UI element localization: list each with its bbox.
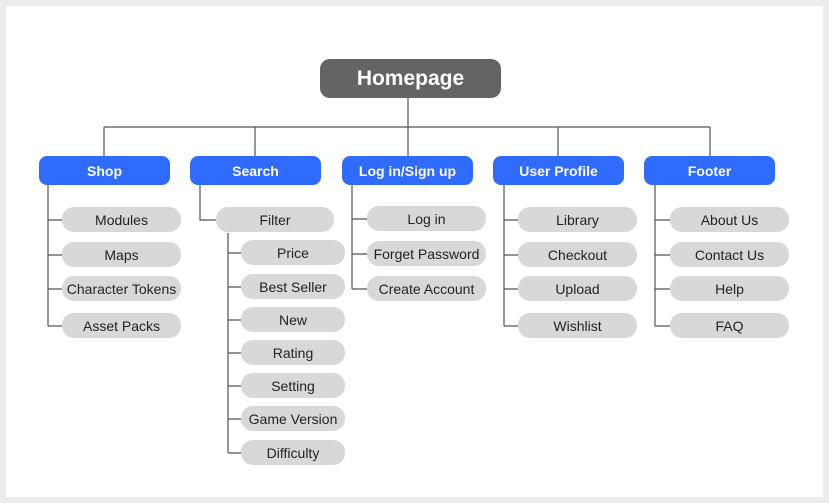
node-setting: Setting (241, 373, 345, 398)
connector-login-items (351, 185, 367, 290)
connector-root (104, 98, 710, 128)
node-faq: FAQ (670, 313, 789, 338)
node-filter: Filter (216, 207, 334, 232)
node-log-in: Log in (367, 206, 486, 231)
node-user-profile: User Profile (493, 156, 624, 185)
node-library: Library (518, 207, 637, 232)
node-checkout: Checkout (518, 242, 637, 267)
node-maps: Maps (62, 242, 181, 267)
node-modules: Modules (62, 207, 181, 232)
node-homepage: Homepage (320, 59, 501, 98)
node-wishlist: Wishlist (518, 313, 637, 338)
node-character-tokens: Character Tokens (62, 276, 181, 301)
node-footer: Footer (644, 156, 775, 185)
node-search: Search (190, 156, 321, 185)
node-game-version: Game Version (241, 406, 345, 431)
node-rating: Rating (241, 340, 345, 365)
node-difficulty: Difficulty (241, 440, 345, 465)
node-forget-password: Forget Password (367, 241, 486, 266)
node-help: Help (670, 276, 789, 301)
connector-footer-items (654, 185, 670, 327)
node-about-us: About Us (670, 207, 789, 232)
node-price: Price (241, 240, 345, 265)
connector-filter-items (227, 233, 241, 454)
node-shop: Shop (39, 156, 170, 185)
connector-profile-items (503, 185, 518, 327)
node-new: New (241, 307, 345, 332)
connector-search-items (199, 185, 216, 221)
node-best-seller: Best Seller (241, 274, 345, 299)
node-create-account: Create Account (367, 276, 486, 301)
node-upload: Upload (518, 276, 637, 301)
connector-shop-items (47, 185, 62, 327)
node-login-signup: Log in/Sign up (342, 156, 473, 185)
node-asset-packs: Asset Packs (62, 313, 181, 338)
node-contact-us: Contact Us (670, 242, 789, 267)
